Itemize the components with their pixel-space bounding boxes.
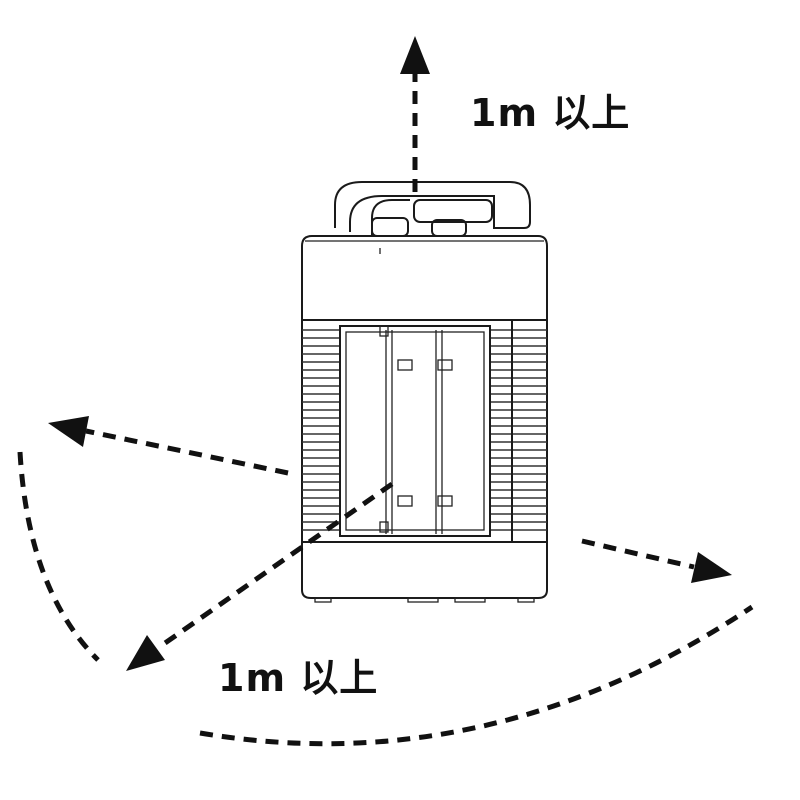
grille-fins [302,329,547,531]
top-clearance-label: 1m 以上 [470,91,631,135]
arrow-down-left-icon [126,481,394,671]
bug-zapper-lantern-icon [301,181,548,603]
arrow-left-icon [48,416,289,476]
clearance-arc-bottom [199,604,754,747]
arrow-up-icon [400,36,430,192]
arrow-right-icon [581,538,732,583]
clearance-arc-left [17,451,100,662]
side-clearance-label: 1m 以上 [218,656,379,700]
